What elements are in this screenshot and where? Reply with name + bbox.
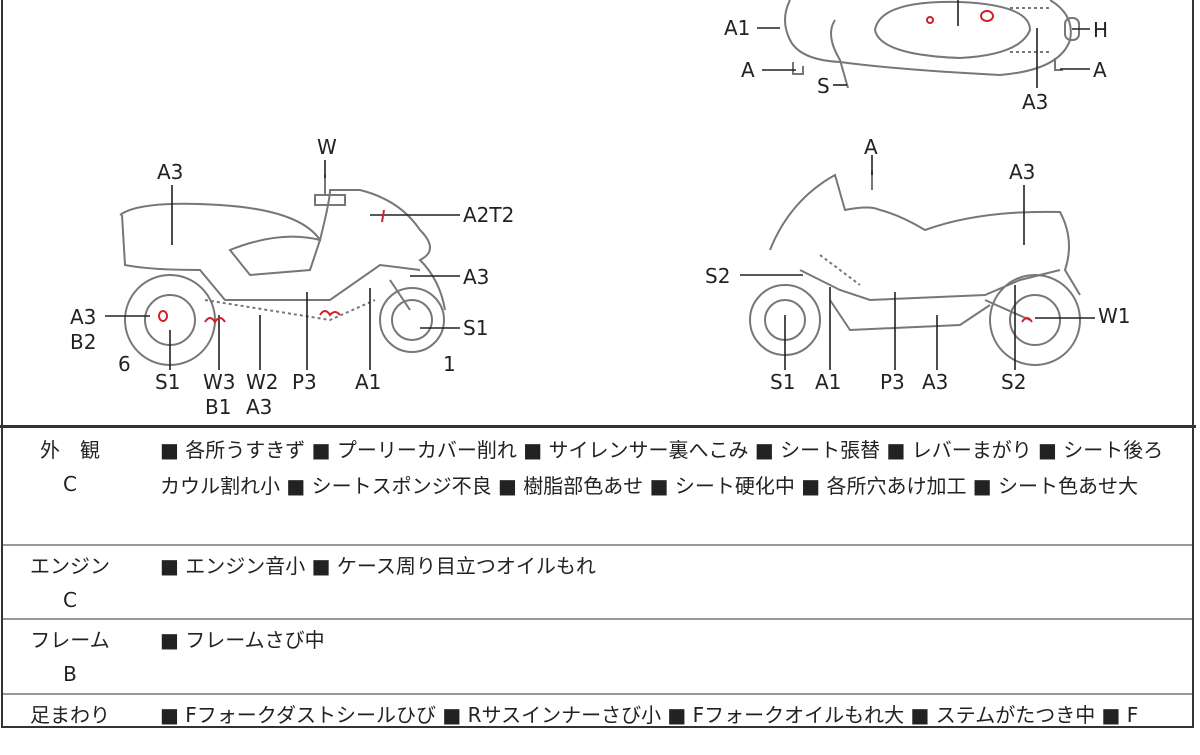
- label-a1: A1: [724, 16, 751, 40]
- label-a3: A3: [922, 370, 949, 394]
- label-w2: W2: [246, 370, 279, 394]
- label-a: A: [741, 58, 755, 82]
- grade-label: C: [63, 472, 77, 496]
- section-engine: エンジン C ■ エンジン音小 ■ ケース周り目立つオイルもれ: [2, 546, 1194, 620]
- label-1: 1: [443, 352, 456, 376]
- label-w1: W1: [1098, 304, 1131, 328]
- label-a3: A3: [1022, 90, 1049, 114]
- right-side-view-drawing: [749, 170, 1081, 366]
- damage-diagram: A1 A S A3 H A W A3 A2T2 A3 A3 B2 6 S1 W3…: [70, 0, 1131, 419]
- label-a1: A1: [355, 370, 382, 394]
- label-6: 6: [118, 352, 131, 376]
- damage-marks: [158, 10, 1033, 324]
- divider: [0, 425, 1196, 428]
- sheet-border: [1, 0, 1194, 728]
- label-s2: S2: [705, 264, 731, 288]
- scooter-outline-drawings: [105, 0, 1095, 370]
- label-h: H: [1093, 18, 1109, 42]
- grade-label: B: [63, 662, 77, 686]
- label-a: A: [1093, 58, 1107, 82]
- label-a3: A3: [1009, 160, 1036, 184]
- label-a3: A3: [70, 305, 97, 329]
- label-p3: P3: [880, 370, 905, 394]
- label-a: A: [864, 135, 878, 159]
- label-b1: B1: [205, 395, 232, 419]
- label-p3: P3: [292, 370, 317, 394]
- top-view-drawing: [784, 0, 1080, 89]
- section-frame: フレーム B ■ フレームさび中: [2, 620, 1194, 695]
- label-a2t2: A2T2: [463, 203, 515, 227]
- label-a3: A3: [463, 265, 490, 289]
- label-a3: A3: [157, 160, 184, 184]
- label-w3: W3: [203, 370, 236, 394]
- category-label: 外 観: [40, 438, 100, 462]
- category-label: フレーム: [30, 628, 110, 652]
- condition-items: ■ 各所うすきず ■ プーリーカバー削れ ■ サイレンサー裏へこみ ■ シート張…: [160, 438, 1164, 498]
- category-label: エンジン: [30, 554, 110, 578]
- section-exterior: 外 観 C ■ 各所うすきず ■ プーリーカバー削れ ■ サイレンサー裏へこみ …: [2, 430, 1194, 546]
- label-s1: S1: [770, 370, 796, 394]
- condition-items: ■ エンジン音小 ■ ケース周り目立つオイルもれ: [160, 554, 596, 578]
- leader-lines: [105, 0, 1095, 370]
- condition-items: ■ フレームさび中: [160, 628, 325, 652]
- label-w: W: [317, 135, 337, 159]
- label-a3: A3: [246, 395, 273, 419]
- label-a1: A1: [815, 370, 842, 394]
- label-s1: S1: [463, 316, 489, 340]
- label-b2: B2: [70, 330, 97, 354]
- label-s: S: [817, 74, 830, 98]
- label-s1: S1: [155, 370, 181, 394]
- grade-label: C: [63, 588, 77, 612]
- label-s2: S2: [1001, 370, 1027, 394]
